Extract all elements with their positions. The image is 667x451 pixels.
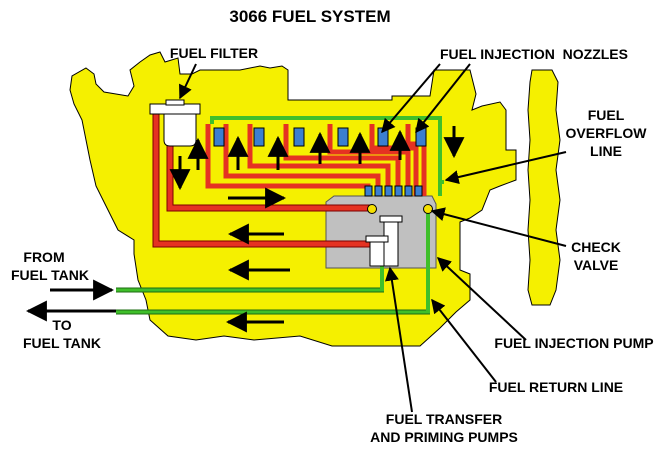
label-overflow-line-1: FUEL [588, 107, 625, 123]
check-valve-left [367, 204, 377, 214]
label-to-tank-1: TO [52, 317, 71, 333]
label-fuel-filter: FUEL FILTER [170, 45, 258, 61]
check-valve-right [423, 204, 433, 214]
label-fuel-return-line: FUEL RETURN LINE [489, 379, 623, 395]
label-overflow-line-3: LINE [590, 143, 622, 159]
return-lines [116, 116, 444, 314]
flow-arrows [25, 126, 465, 333]
label-from-tank-1: FROM [23, 249, 64, 265]
return-line-outlines [116, 287, 430, 315]
label-overflow-line-2: OVERFLOW [566, 125, 648, 141]
pump-outlet-fittings [364, 185, 423, 197]
leader-lines [179, 63, 567, 413]
label-transfer-pumps-2: AND PRIMING PUMPS [370, 429, 518, 445]
fuel-injection-pump-body [325, 195, 437, 269]
fuel-transfer-priming-pump [365, 215, 403, 267]
label-check-valve-1: CHECK [571, 239, 621, 255]
label-from-tank-2: FUEL TANK [11, 267, 89, 283]
label-to-tank-2: FUEL TANK [23, 335, 101, 351]
label-fuel-injection-nozzles: FUEL INJECTION NOZZLES [440, 46, 628, 62]
label-transfer-pumps-1: FUEL TRANSFER [386, 411, 502, 427]
label-check-valve-2: VALVE [574, 257, 619, 273]
label-fuel-injection-pump: FUEL INJECTION PUMP [494, 335, 653, 351]
diagram-title: 3066 FUEL SYSTEM [229, 7, 390, 26]
